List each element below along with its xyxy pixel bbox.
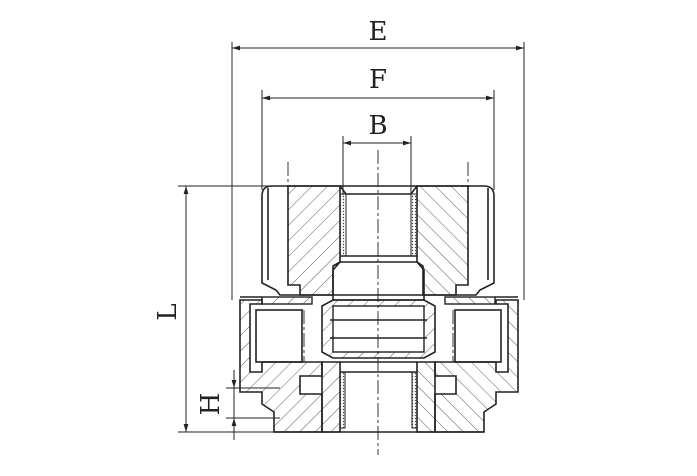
lower-outlet bbox=[274, 361, 484, 433]
dimension-label-l: L bbox=[153, 303, 183, 320]
lower-housing bbox=[239, 299, 519, 433]
dimension-label-e: E bbox=[369, 17, 388, 47]
dimension-b: B bbox=[342, 111, 412, 195]
dimension-label-b: B bbox=[368, 111, 387, 141]
gasket bbox=[240, 296, 518, 305]
threaded-bore bbox=[332, 185, 425, 301]
middle-collar bbox=[321, 299, 436, 359]
dimension-f: F bbox=[261, 65, 495, 190]
dimension-label-f: F bbox=[369, 65, 387, 95]
dimension-label-h: H bbox=[196, 393, 226, 416]
dimension-e: E bbox=[231, 17, 525, 300]
